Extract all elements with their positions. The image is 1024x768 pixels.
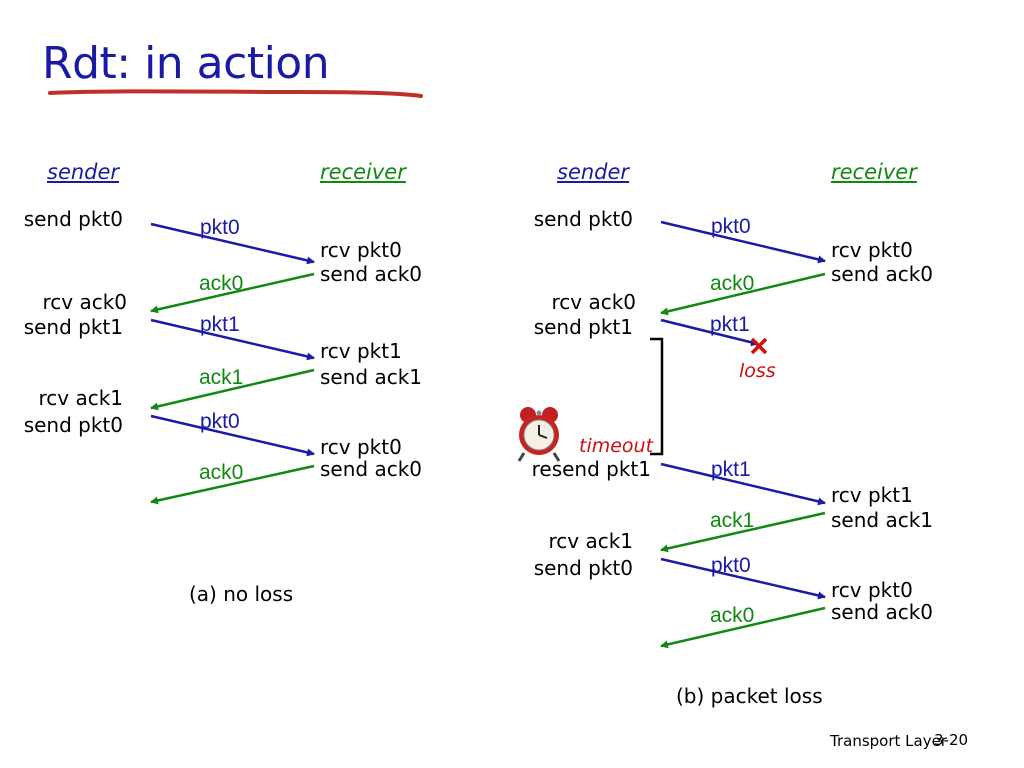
a-receiver-event: rcv pkt0 xyxy=(320,238,402,262)
b-receiver-event: rcv pkt0 xyxy=(831,238,913,262)
arrow-b-pkt1-resend xyxy=(660,462,826,506)
b-message-label: ack1 xyxy=(710,509,755,532)
b-message-label: ack0 xyxy=(710,604,755,627)
a-message-label: pkt0 xyxy=(200,410,240,433)
b-sender-header: sender xyxy=(557,160,630,184)
a-message-label: ack1 xyxy=(199,366,244,389)
a-sender-event: send pkt1 xyxy=(23,315,123,339)
arrow-a-pkt0-2 xyxy=(150,414,315,457)
b-message-label: pkt1 xyxy=(711,458,751,481)
b-message-label: pkt1 xyxy=(710,313,750,336)
a-caption: (a) no loss xyxy=(189,582,294,606)
arrow-a-ack1 xyxy=(150,368,315,411)
a-sender-header: sender xyxy=(47,160,120,184)
loss-label: loss xyxy=(739,360,776,382)
a-receiver-event: rcv pkt1 xyxy=(320,339,402,363)
a-receiver-event: send ack0 xyxy=(320,457,423,481)
title-underline xyxy=(48,89,423,98)
a-receiver-event: send ack0 xyxy=(320,262,423,286)
b-sender-event: rcv ack0 xyxy=(551,290,636,314)
b-receiver-event: rcv pkt1 xyxy=(831,483,913,507)
a-sender-event: send pkt0 xyxy=(23,413,123,437)
a-message-label: pkt0 xyxy=(200,216,240,239)
arrow-a-pkt0-1 xyxy=(150,222,315,265)
b-receiver-event: send ack0 xyxy=(831,600,934,624)
b-message-label: pkt0 xyxy=(711,554,751,577)
page-title: Rdt: in action xyxy=(42,38,330,89)
a-sender-event: rcv ack0 xyxy=(42,290,127,314)
a-message-label: ack0 xyxy=(199,272,244,295)
b-sender-event: rcv ack1 xyxy=(548,529,633,553)
b-sender-event: send pkt0 xyxy=(533,556,633,580)
arrow-b-ack1 xyxy=(660,511,826,553)
a-receiver-header: receiver xyxy=(320,160,406,184)
b-sender-event: send pkt0 xyxy=(533,207,633,231)
arrow-b-pkt1-lost xyxy=(660,318,759,347)
loss-x-icon xyxy=(750,337,768,355)
b-message-label: ack0 xyxy=(710,272,755,295)
footer-section-label: Transport Layer xyxy=(830,732,947,750)
timeout-label: timeout xyxy=(579,435,654,457)
b-sender-event: resend pkt1 xyxy=(531,457,651,481)
arrow-a-ack0-1 xyxy=(150,272,315,314)
alarm-clock-icon xyxy=(517,407,561,462)
b-sender-event: send pkt1 xyxy=(533,315,633,339)
footer-page-number: 3-20 xyxy=(934,731,969,749)
arrow-b-ack0 xyxy=(660,272,826,316)
arrow-b-ack0-2 xyxy=(660,606,826,649)
arrow-b-pkt0-2 xyxy=(660,557,826,600)
a-message-label: pkt1 xyxy=(200,313,240,336)
b-receiver-event: send ack1 xyxy=(831,508,934,532)
a-receiver-event: rcv pkt0 xyxy=(320,435,402,459)
b-receiver-event: rcv pkt0 xyxy=(831,578,913,602)
b-receiver-header: receiver xyxy=(831,160,917,184)
b-receiver-event: send ack0 xyxy=(831,262,934,286)
a-sender-event: send pkt0 xyxy=(23,207,123,231)
a-sender-event: rcv ack1 xyxy=(38,386,123,410)
arrow-a-ack0-2 xyxy=(150,464,315,505)
b-message-label: pkt0 xyxy=(711,215,751,238)
arrow-b-pkt0-1 xyxy=(660,220,826,264)
a-receiver-event: send ack1 xyxy=(320,365,423,389)
b-caption: (b) packet loss xyxy=(676,684,823,708)
a-message-label: ack0 xyxy=(199,461,244,484)
arrow-a-pkt1 xyxy=(150,318,315,361)
timeout-bracket xyxy=(650,337,664,456)
